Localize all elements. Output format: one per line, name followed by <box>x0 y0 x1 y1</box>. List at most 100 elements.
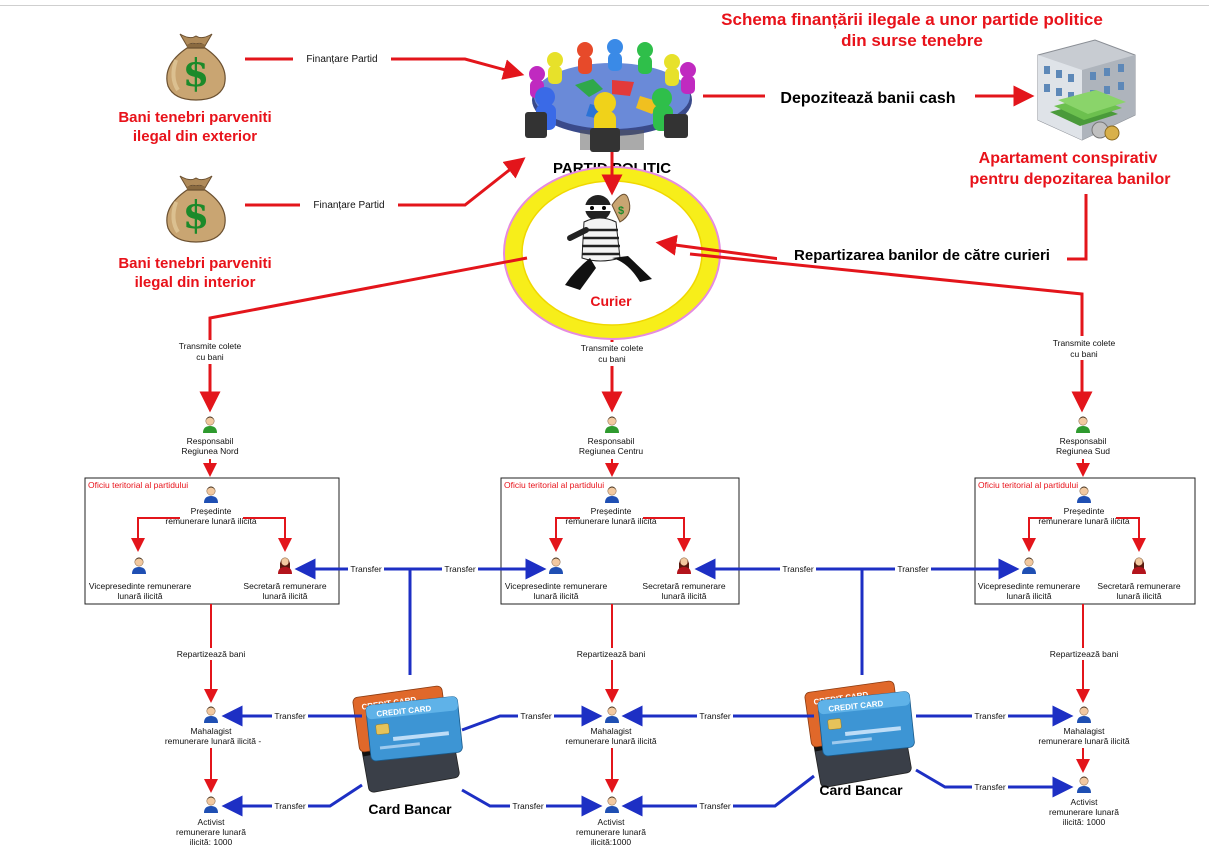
apartment-line2: pentru depozitarea banilor <box>970 171 1171 188</box>
resp-north-line1: Responsabil <box>187 436 234 446</box>
distribute-label-center: Repartizează bani <box>577 649 646 659</box>
office-south-president-l2: remunerare lunară ilicită <box>1038 516 1129 526</box>
transfer-label: Transfer <box>974 711 1006 721</box>
transfer-to-south-activist <box>915 768 1074 798</box>
transfer-to-north-activist <box>221 783 363 817</box>
money-bag-icon <box>164 32 228 102</box>
courier-to-south-line <box>689 252 1093 413</box>
person-icon <box>1075 416 1091 434</box>
office-south-secretary-l2: lunară ilicită <box>1117 591 1162 601</box>
transfer-right-to-center-activist <box>621 774 815 817</box>
source-exterior-line1: Bani tenebri parveniti <box>118 109 271 126</box>
office-south-president-l1: Președinte <box>1064 506 1105 516</box>
office-north-secretary-l2: lunară ilicită <box>263 591 308 601</box>
mahalagist-center-l1: Mahalagist <box>590 726 632 736</box>
transfer-label: Transfer <box>699 711 731 721</box>
transfer-label: Transfer <box>274 801 306 811</box>
transmit-south-line2: cu bani <box>1070 349 1098 359</box>
transmit-north-line1: Transmite colete <box>179 341 242 351</box>
person-icon <box>604 416 620 434</box>
activist-center-l2: remunerare lunară <box>576 827 646 837</box>
office-north-president-l1: Președinte <box>191 506 232 516</box>
person-icon <box>604 706 620 724</box>
person-icon <box>548 557 564 575</box>
thief-icon: $ <box>565 193 652 290</box>
source-interior-line1: Bani tenebri parveniti <box>118 255 271 272</box>
courier-label: Curier <box>590 293 632 309</box>
person-icon <box>203 486 219 504</box>
office-south-title: Oficiu teritorial al partidului <box>978 480 1078 490</box>
mahalagist-south-l1: Mahalagist <box>1063 726 1105 736</box>
person-icon <box>1076 486 1092 504</box>
office-north-title: Oficiu teritorial al partidului <box>88 480 188 490</box>
office-south-secretary-l1: Secretară remunerare <box>1097 581 1180 591</box>
person-icon <box>1131 557 1147 575</box>
transmit-south-line1: Transmite colete <box>1053 338 1116 348</box>
office-south-vice-l1: Vicepresedinte remunerare <box>978 581 1081 591</box>
person-icon <box>1076 776 1092 794</box>
office-north-secretary-l1: Secretară remunerare <box>243 581 326 591</box>
person-icon <box>203 796 219 814</box>
funding-label-interior: Finanțare Partid <box>313 200 384 211</box>
transfer-to-center-mahalagist <box>461 705 603 732</box>
person-icon <box>131 557 147 575</box>
transfer-to-center-activist <box>461 788 603 817</box>
office-center-president-l2: remunerare lunară ilicită <box>565 516 656 526</box>
mahalagist-north-l2: remunerare lunară ilicită - <box>165 736 262 746</box>
transmit-north-line2: cu bani <box>196 352 224 362</box>
credit-card-icon <box>803 679 916 789</box>
person-icon <box>277 557 293 575</box>
resp-center-line1: Responsabil <box>588 436 635 446</box>
resp-south-line2: Regiunea Sud <box>1056 446 1110 456</box>
card-label-left: Card Bancar <box>368 801 452 817</box>
activist-south-l3: ilicită: 1000 <box>1063 817 1106 827</box>
bank-building-icon <box>1037 39 1136 141</box>
office-south-vice-l2: lunară ilicită <box>1007 591 1052 601</box>
activist-south-l1: Activist <box>1071 797 1099 807</box>
source-exterior-line2: ilegal din exterior <box>133 128 257 145</box>
person-icon <box>202 416 218 434</box>
office-center-title: Oficiu teritorial al partidului <box>504 480 604 490</box>
diagram-title-line1: Schema finanțării ilegale a unor partide… <box>721 10 1103 29</box>
distribution-label: Repartizarea banilor de către curieri <box>794 247 1050 264</box>
activist-north-l3: ilicită: 1000 <box>190 837 233 847</box>
office-center-secretary-l2: lunară ilicită <box>662 591 707 601</box>
activist-north-l2: remunerare lunară <box>176 827 246 837</box>
activist-center-l3: ilicită:1000 <box>591 837 631 847</box>
person-icon <box>1076 706 1092 724</box>
meeting-table-icon <box>525 39 696 152</box>
activist-center-l1: Activist <box>598 817 626 827</box>
transfer-label: Transfer <box>350 564 382 574</box>
mahalagist-north-l1: Mahalagist <box>190 726 232 736</box>
person-icon <box>676 557 692 575</box>
office-center-vice-l2: lunară ilicită <box>534 591 579 601</box>
person-icon <box>604 796 620 814</box>
apartment-line1: Apartament conspirativ <box>979 150 1158 167</box>
distribute-label-south: Repartizează bani <box>1050 649 1119 659</box>
office-north-vice-l1: Vicepresedinte remunerare <box>89 581 192 591</box>
office-north: Oficiu teritorial al partidului Președin… <box>84 477 340 605</box>
resp-north-line2: Regiunea Nord <box>181 446 238 456</box>
mahalagist-south-l2: remunerare lunară ilicită <box>1038 736 1129 746</box>
money-bag-icon <box>164 174 228 244</box>
activist-north-l1: Activist <box>198 817 226 827</box>
transmit-center-line1: Transmite colete <box>581 343 644 353</box>
office-center-president-l1: Președinte <box>591 506 632 516</box>
svg-text:$: $ <box>618 205 624 217</box>
activist-south-l2: remunerare lunară <box>1049 807 1119 817</box>
transfer-label: Transfer <box>444 564 476 574</box>
funding-label-exterior: Finanțare Partid <box>306 54 377 65</box>
transfer-label: Transfer <box>274 711 306 721</box>
resp-center-line2: Regiunea Centru <box>579 446 644 456</box>
person-icon <box>1021 557 1037 575</box>
person-icon <box>203 706 219 724</box>
deposit-label: Depozitează banii cash <box>780 90 955 107</box>
credit-card-icon <box>351 684 464 794</box>
office-south: Oficiu teritorial al partidului Președin… <box>974 477 1196 605</box>
transfer-label: Transfer <box>974 782 1006 792</box>
transfer-label: Transfer <box>520 711 552 721</box>
transfer-label: Transfer <box>512 801 544 811</box>
top-border <box>0 5 1209 6</box>
